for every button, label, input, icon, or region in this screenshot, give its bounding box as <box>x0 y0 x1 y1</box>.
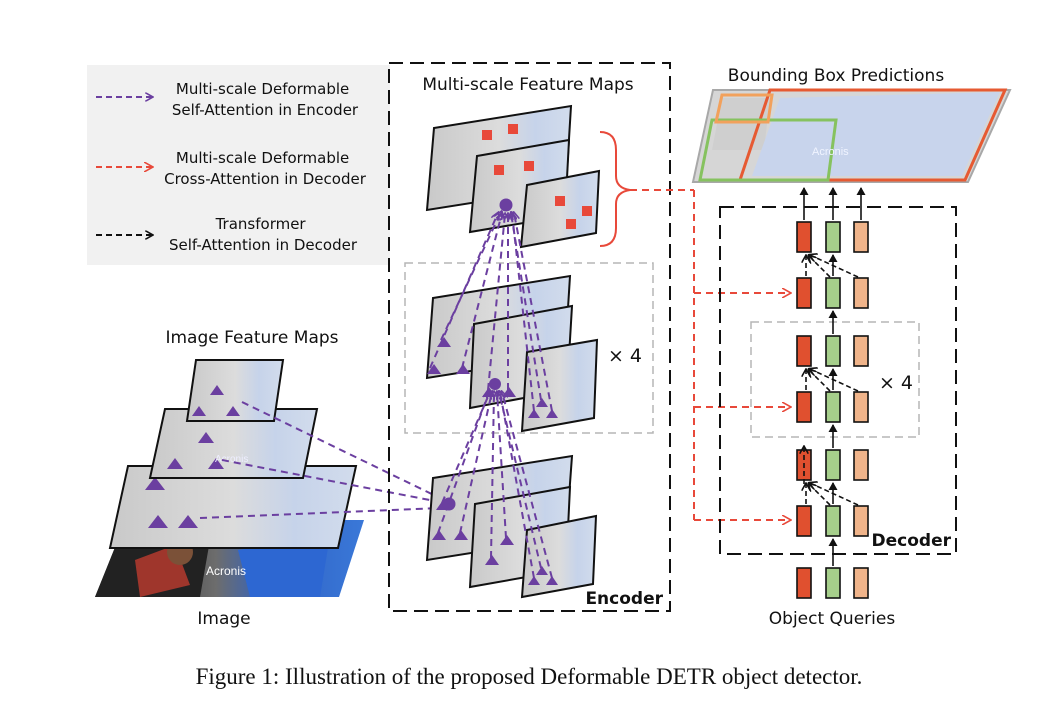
decoder-self-attention-arrows <box>804 255 859 506</box>
token-row-6 <box>796 221 869 253</box>
token-row-2 <box>796 449 869 481</box>
legend-encoder-attn-line2: Self-Attention in Encoder <box>172 101 359 119</box>
legend-box <box>87 65 390 265</box>
photo-sponsor-text: Acronis <box>206 564 246 578</box>
prediction-image: Acronis <box>691 88 1012 183</box>
encoder-output-brace <box>599 131 631 247</box>
encoder-output-stack <box>425 104 601 249</box>
feature-map-sponsor-text: Acronis <box>215 454 248 465</box>
encoder-middle-stack <box>425 274 599 433</box>
legend-cross-attn-line2: Cross-Attention in Decoder <box>164 170 367 188</box>
encoder-input-stack <box>425 454 598 599</box>
decoder-box <box>719 206 957 555</box>
figure-caption: Figure 1: Illustration of the proposed D… <box>195 664 863 689</box>
token-row-4 <box>796 335 869 367</box>
legend-cross-attn-label: Multi-scale Deformable Cross-Attention i… <box>164 149 367 188</box>
object-queries-label: Object Queries <box>769 609 896 629</box>
decoder-repeat-box <box>750 321 920 438</box>
multiscale-feature-maps-title: Multi-scale Feature Maps <box>422 75 633 95</box>
token-row-1 <box>796 505 869 537</box>
decoder-label: Decoder <box>872 531 952 551</box>
encoder-box <box>388 62 671 612</box>
legend-decoder-self-attn-line2: Self-Attention in Decoder <box>169 236 358 254</box>
legend-cross-attn-line1: Multi-scale Deformable <box>176 149 349 167</box>
object-query-row <box>796 567 869 599</box>
image-feature-map-small <box>185 359 285 422</box>
bbox-predictions-title: Bounding Box Predictions <box>728 66 945 86</box>
encoder-attention-arrows <box>429 212 553 579</box>
encoder-repeat-label: × 4 <box>608 345 642 367</box>
token-row-5 <box>796 277 869 309</box>
encoder-repeat-box <box>404 262 654 434</box>
image-feature-maps-title: Image Feature Maps <box>165 328 338 348</box>
image-label: Image <box>197 609 250 629</box>
legend-encoder-attn-line1: Multi-scale Deformable <box>176 80 349 98</box>
cross-attention-connections <box>630 189 790 520</box>
decoder-repeat-label: × 4 <box>879 372 913 394</box>
decoder-token-rows <box>796 221 869 599</box>
pyramid-to-encoder-arrows <box>199 401 440 519</box>
legend-decoder-self-attn-label: Transformer Self-Attention in Decoder <box>169 215 358 254</box>
encoder-label: Encoder <box>585 589 663 609</box>
legend-decoder-self-attn-line1: Transformer <box>215 215 307 233</box>
decoder-vertical-arrows <box>799 187 866 566</box>
prediction-sponsor-text: Acronis <box>812 146 849 158</box>
legend-encoder-attn-label: Multi-scale Deformable Self-Attention in… <box>172 80 359 119</box>
token-row-3 <box>796 391 869 423</box>
